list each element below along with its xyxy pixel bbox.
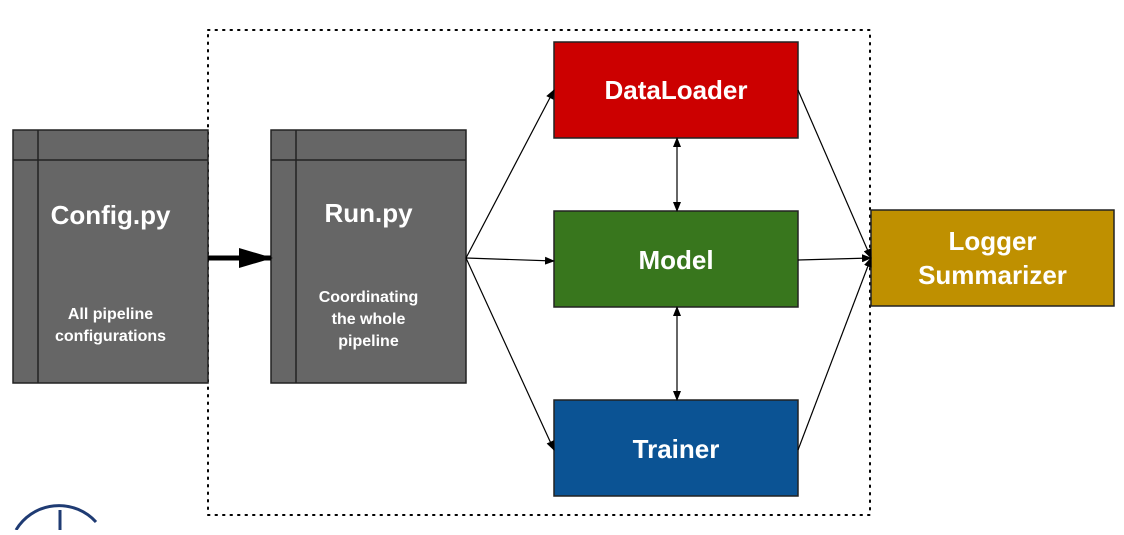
model-label: Model [638, 245, 714, 275]
edge-trainer-logger [797, 257, 872, 451]
edge-dataloader-logger [797, 89, 872, 259]
pipeline-boundary [207, 29, 871, 516]
logger-node [870, 209, 1115, 307]
run-subtitle: Coordinating the whole pipeline [318, 289, 419, 350]
edge-model-logger [797, 254, 872, 263]
dataloader-label: DataLoader [604, 75, 748, 105]
config-title: Config.py [50, 200, 171, 230]
edge-run-model [465, 256, 555, 265]
logger-label: Logger Summarizer [918, 226, 1067, 290]
run-node [270, 129, 467, 384]
edge-run-dataloader [465, 89, 555, 259]
edge-run-trainer [465, 257, 555, 451]
config-node [12, 129, 209, 384]
trainer-label: Trainer [632, 434, 720, 464]
config-subtitle: All pipeline configurations [54, 306, 167, 345]
trainer-node [553, 399, 799, 497]
logo-icon [14, 504, 98, 531]
run-title: Run.py [324, 198, 413, 228]
